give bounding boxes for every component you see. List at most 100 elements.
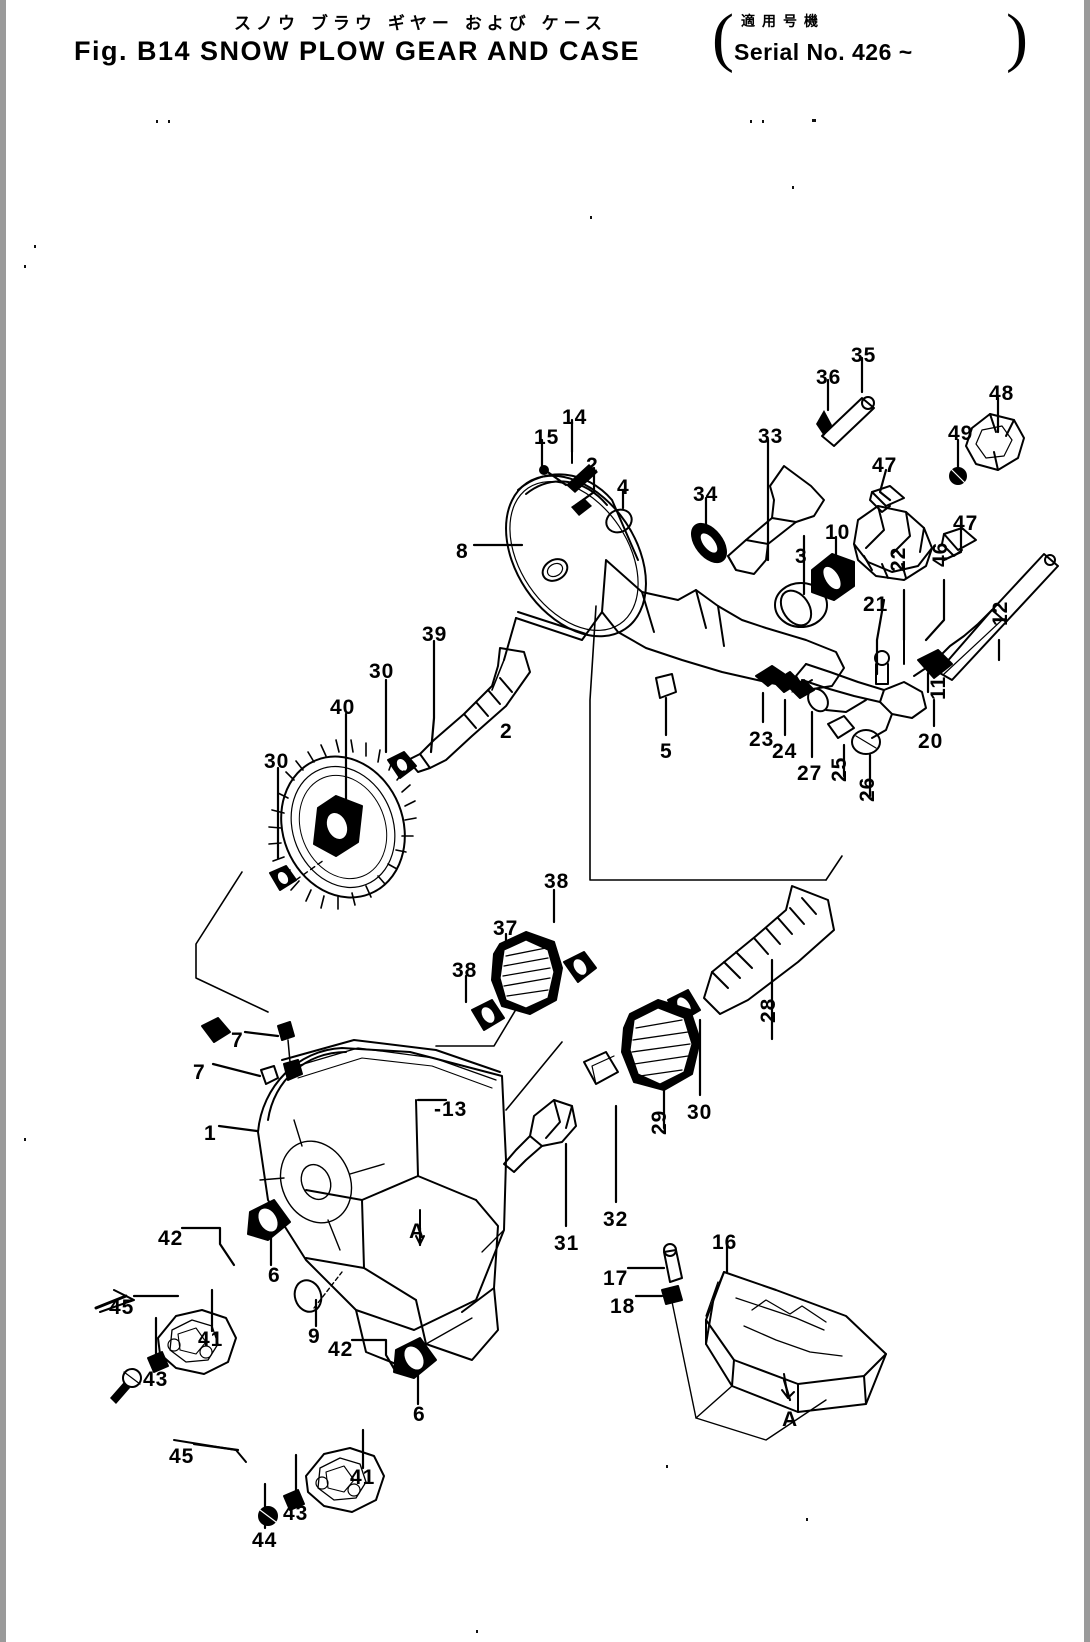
callout-number-47: 47 bbox=[872, 454, 898, 477]
callout-number-41: 41 bbox=[198, 1328, 224, 1351]
part-25-26 bbox=[827, 715, 881, 755]
scan-speck bbox=[24, 265, 26, 268]
scan-speck bbox=[476, 1630, 478, 1633]
part-49-nut bbox=[949, 467, 967, 485]
callout-number-7: 7 bbox=[231, 1029, 244, 1052]
callout-number-10: 10 bbox=[825, 521, 851, 544]
callout-number-23: 23 bbox=[749, 728, 775, 751]
callout-number-20: 20 bbox=[918, 730, 944, 753]
part-5-pin bbox=[655, 673, 677, 699]
part-13-gear-case-upper bbox=[503, 559, 845, 691]
callout-number-2: 2 bbox=[500, 720, 513, 743]
paren-right-glyph: ) bbox=[1006, 1, 1028, 74]
part-1-13-gear-case bbox=[257, 1039, 507, 1373]
callout-number-48: 48 bbox=[989, 382, 1015, 405]
callout-number-30: 30 bbox=[687, 1101, 713, 1124]
callout-number-A: A bbox=[782, 1408, 799, 1431]
scan-speck bbox=[750, 120, 752, 123]
callout-number-A: A bbox=[409, 1220, 426, 1243]
part-47-key-left bbox=[869, 485, 905, 513]
callout-number-30: 30 bbox=[264, 750, 290, 773]
callout-number-12: 12 bbox=[989, 600, 1012, 626]
scan-speck bbox=[34, 245, 36, 248]
serial-japanese-label: 適用号機 bbox=[741, 14, 825, 30]
part-23-24-27-spring bbox=[755, 665, 829, 713]
callout-number-45: 45 bbox=[169, 1445, 195, 1468]
callout-number-47: 47 bbox=[953, 512, 979, 535]
part-28-splined-shaft bbox=[703, 885, 835, 1015]
part-9-plug bbox=[293, 1271, 343, 1313]
paren-left-glyph: ( bbox=[712, 1, 734, 74]
callout-number-43: 43 bbox=[283, 1502, 309, 1525]
part-48-coupling bbox=[965, 413, 1025, 471]
part-2-4-small bbox=[571, 498, 633, 534]
callout-number-40: 40 bbox=[330, 696, 356, 719]
callout-number-34: 34 bbox=[693, 483, 719, 506]
part-7-bolts bbox=[260, 1021, 303, 1085]
callout-number-5: 5 bbox=[660, 740, 673, 763]
english-title: Fig. B14 SNOW PLOW GEAR AND CASE bbox=[74, 36, 641, 66]
callout-number-17: 17 bbox=[603, 1267, 629, 1290]
callout-number-1: 1 bbox=[204, 1122, 217, 1145]
scan-speck bbox=[806, 1518, 808, 1521]
callout-number-6: 6 bbox=[413, 1403, 426, 1426]
callout-number-41: 41 bbox=[350, 1466, 376, 1489]
scan-speck bbox=[792, 186, 794, 189]
callout-number-22: 22 bbox=[887, 546, 910, 572]
part-37-pinion bbox=[491, 931, 563, 1015]
callout-number-13: -13 bbox=[434, 1098, 468, 1121]
callout-number-16: 16 bbox=[712, 1231, 738, 1254]
callout-number-33: 33 bbox=[758, 425, 784, 448]
callout-number-49: 49 bbox=[948, 422, 974, 445]
part-21-22-pins bbox=[874, 639, 905, 685]
callout-number-11: 11 bbox=[927, 675, 950, 700]
part-38-bushing-right bbox=[563, 951, 597, 983]
callout-number-35: 35 bbox=[851, 344, 877, 367]
callout-number-39: 39 bbox=[422, 623, 448, 646]
callout-number-25: 25 bbox=[828, 756, 851, 782]
callout-number-2: 2 bbox=[586, 454, 599, 477]
part-12-shaft-right bbox=[913, 553, 1059, 681]
callout-number-38: 38 bbox=[544, 870, 570, 893]
scan-speck bbox=[168, 120, 170, 123]
part-33-shaft bbox=[727, 465, 825, 575]
scan-speck bbox=[590, 216, 592, 219]
callout-number-6: 6 bbox=[268, 1264, 281, 1287]
callout-number-42: 42 bbox=[328, 1338, 354, 1361]
part-41-bracket-upper bbox=[157, 1309, 237, 1375]
part-16-hopper bbox=[669, 1271, 887, 1441]
part-34-bushing bbox=[691, 522, 727, 564]
leader-lines bbox=[132, 356, 1001, 1530]
callout-number-37: 37 bbox=[493, 917, 519, 940]
callout-number-18: 18 bbox=[610, 1295, 636, 1318]
part-30-collar-b bbox=[269, 859, 325, 891]
part-6-bearing-upper bbox=[247, 1199, 291, 1241]
callout-number-45: 45 bbox=[109, 1296, 135, 1319]
japanese-title: スノウ ブラウ ギヤー および ケース bbox=[234, 14, 607, 34]
callout-number-46: 46 bbox=[929, 541, 952, 567]
part-38-bushing-left bbox=[201, 1017, 231, 1043]
callout-number-38: 38 bbox=[452, 959, 478, 982]
part-20-fork-lever bbox=[795, 663, 927, 739]
callout-number-44: 44 bbox=[252, 1529, 278, 1552]
callout-number-24: 24 bbox=[772, 740, 798, 763]
callout-number-8: 8 bbox=[456, 540, 469, 563]
part-17-18-fasteners bbox=[661, 1243, 683, 1305]
callout-number-42: 42 bbox=[158, 1227, 184, 1250]
callout-number-29: 29 bbox=[648, 1109, 671, 1135]
exploded-view-artwork bbox=[94, 356, 1059, 1530]
part-39-splined-shaft bbox=[407, 647, 531, 773]
title-block: スノウ ブラウ ギヤー および ケース Fig. B14 SNOW PLOW G… bbox=[6, 0, 1084, 86]
part-32-bushing bbox=[583, 1051, 619, 1085]
callout-number-4: 4 bbox=[617, 476, 630, 499]
scan-speck bbox=[666, 1465, 668, 1468]
callout-number-31: 31 bbox=[554, 1232, 580, 1255]
part-38-bushing-far-left bbox=[471, 999, 505, 1031]
part-11-collar bbox=[917, 649, 953, 679]
callout-number-7: 7 bbox=[193, 1061, 206, 1084]
callout-number-27: 27 bbox=[797, 762, 823, 785]
part-35-36-pins bbox=[816, 396, 875, 447]
callout-number-36: 36 bbox=[816, 366, 842, 389]
callout-number-21: 21 bbox=[863, 593, 889, 616]
